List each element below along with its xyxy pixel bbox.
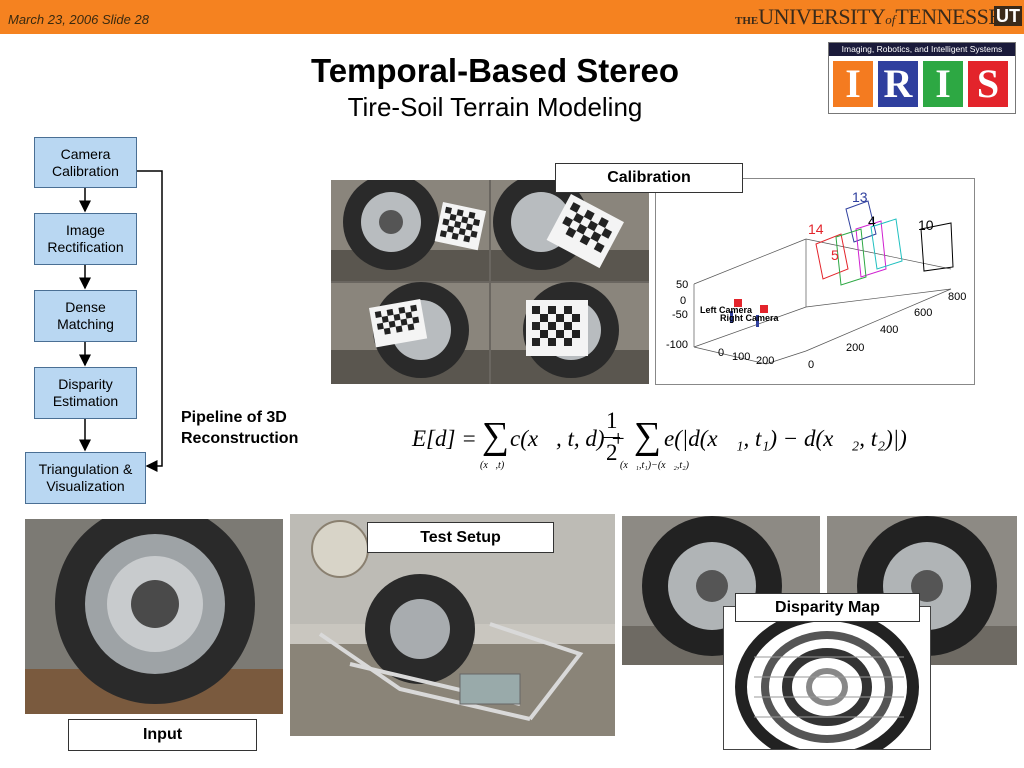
- y-tick-600: 600: [914, 307, 933, 319]
- right-camera-label: Right Camera: [720, 313, 779, 323]
- eq-sum2-subscript: (x⃗₁,t₁)−(x⃗₂,t₂): [620, 460, 689, 471]
- z-tick-minus-100: -100: [666, 339, 689, 351]
- y-tick-800: 800: [948, 291, 967, 303]
- slide-title: Temporal-Based Stereo: [311, 52, 679, 89]
- test-setup-photo: [290, 514, 615, 736]
- calib-photo-4: [491, 282, 649, 384]
- eq-frac-bar: [602, 437, 620, 438]
- header-bar: March 23, 2006 Slide 28 THEUNIVERSITYofT…: [0, 0, 1024, 34]
- test-setup-caption: Test Setup: [367, 522, 554, 553]
- calib-photo-2: [491, 180, 649, 281]
- y-tick-0: 0: [808, 359, 815, 371]
- iris-letter-r: R: [878, 61, 918, 107]
- calibration-3d-plot: Left Camera Right Camera 13 14 4 10 5 50…: [655, 178, 975, 385]
- z-tick-50: 50: [676, 279, 689, 291]
- step-image-rectification: Image Rectification: [34, 213, 137, 265]
- eq-sum-2: ∑: [634, 415, 662, 457]
- iris-letter-i: I: [833, 61, 873, 107]
- calib-photo-1: [331, 180, 489, 281]
- slide-subtitle: Tire-Soil Terrain Modeling: [347, 92, 643, 122]
- eq-term2: e(|d(x⃗₁, t₁) − d(x⃗₂, t₂)|): [664, 426, 907, 451]
- y-tick-400: 400: [880, 324, 899, 336]
- board-label-5: 5: [831, 247, 839, 263]
- board-label-14: 14: [808, 221, 824, 237]
- pipeline-label: Pipeline of 3D Reconstruction: [181, 409, 299, 447]
- step-triangulation-visualization: Triangulation & Visualization: [25, 452, 146, 504]
- eq-sum-1: ∑: [482, 415, 510, 457]
- disparity-map-image: [723, 606, 931, 750]
- ut-mark-logo: UT: [994, 6, 1022, 26]
- calibration-caption: Calibration: [555, 163, 743, 193]
- energy-equation: E[d] = ∑ (x⃗,t) c(x⃗, t, d) + 1 2 ∑ (x⃗₁…: [412, 408, 907, 480]
- x-tick-200: 200: [756, 355, 775, 367]
- board-label-10: 10: [918, 217, 934, 233]
- calib-photo-3: [331, 282, 489, 384]
- iris-letter-s: S: [968, 61, 1008, 107]
- input-tire-photo: [25, 519, 283, 714]
- x-tick-0: 0: [718, 347, 725, 359]
- x-tick-100: 100: [732, 351, 751, 363]
- arrow-feedback: [137, 170, 163, 472]
- eq-term1: c(x⃗, t, d) +: [510, 426, 626, 451]
- eq-frac-den: 2: [606, 440, 618, 465]
- iris-logo: Imaging, Robotics, and Intelligent Syste…: [828, 42, 1016, 114]
- eq-lhs: E[d] =: [412, 426, 477, 451]
- z-tick-minus-50: -50: [672, 309, 688, 321]
- slide-date: March 23, 2006 Slide 28: [8, 12, 149, 27]
- step-disparity-estimation: Disparity Estimation: [34, 367, 137, 419]
- z-tick-0: 0: [680, 295, 687, 307]
- input-caption: Input: [68, 719, 257, 751]
- board-label-4: 4: [868, 213, 876, 229]
- left-camera-label: Left Camera: [700, 305, 753, 315]
- step-dense-matching: Dense Matching: [34, 290, 137, 342]
- calibration-photos: [331, 180, 649, 384]
- step-camera-calibration: Camera Calibration: [34, 137, 137, 188]
- disparity-map-caption: Disparity Map: [735, 593, 920, 622]
- y-tick-200: 200: [846, 342, 865, 354]
- board-label-13: 13: [852, 189, 868, 205]
- eq-sum1-subscript: (x⃗,t): [480, 460, 505, 471]
- iris-letter-i-2: I: [923, 61, 963, 107]
- eq-frac-num: 1: [606, 408, 618, 433]
- iris-caption: Imaging, Robotics, and Intelligent Syste…: [829, 43, 1015, 56]
